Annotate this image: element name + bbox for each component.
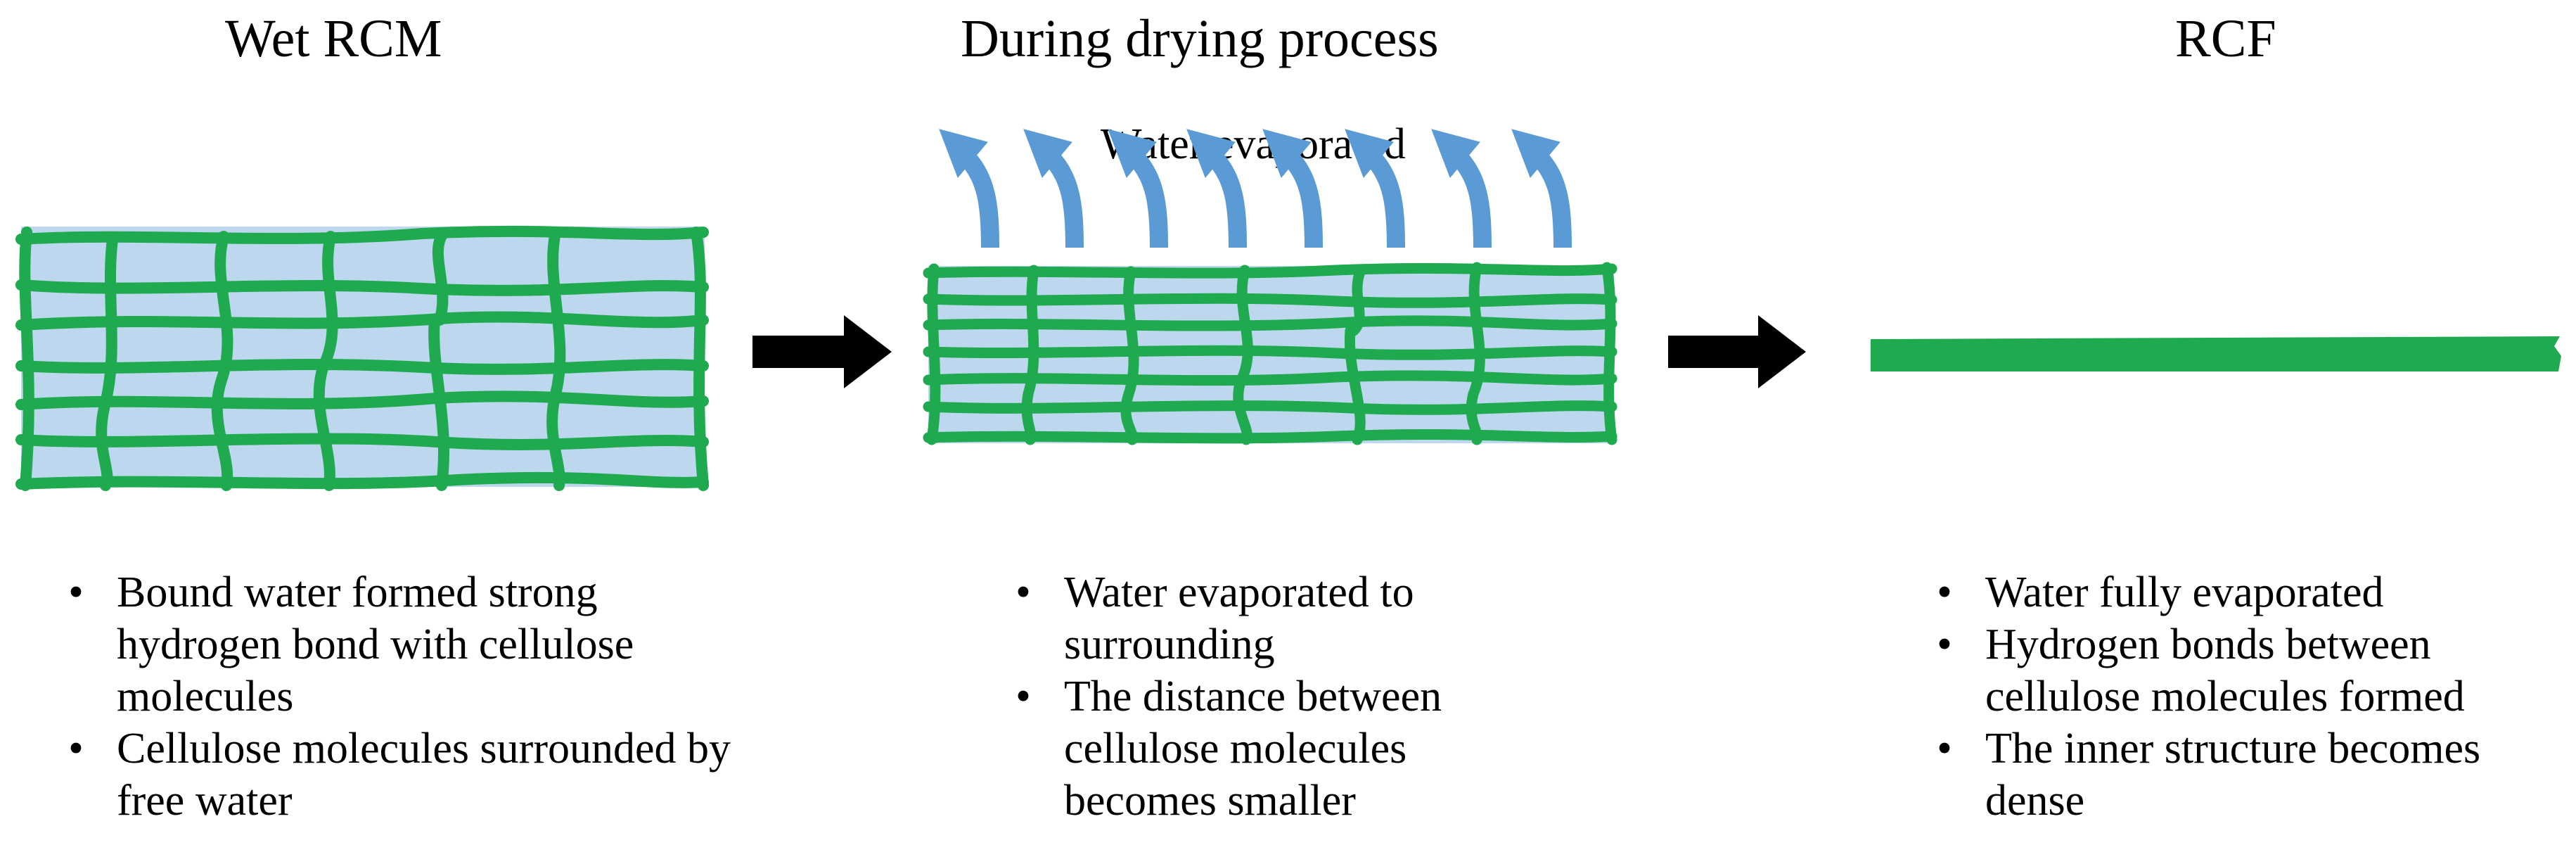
bullet-glyph: • [1015,673,1031,720]
bullet-item: • Cellulose molecules surrounded by free … [55,723,765,827]
bullet-glyph: • [68,725,84,773]
bullet-text: The distance between cellulose molecules… [1064,673,1442,825]
bullet-glyph: • [68,568,84,616]
bullet-text: Bound water formed strong hydrogen bond … [117,568,634,720]
drying-process-heading: During drying process [961,9,1439,68]
wet-rcm-heading: Wet RCM [225,9,442,68]
drying-mesh [923,262,1617,445]
evaporation-arrow-icon [1024,129,1075,248]
bullet-glyph: • [1015,568,1031,616]
wet-rcm-bullet-list: • Bound water formed strong hydrogen bond… [55,566,765,827]
bullet-glyph: • [1937,725,1952,773]
evaporation-arrow-icon [1512,129,1563,248]
drying-bullet-list: • Water evaporated to surrounding • The di… [1002,566,1558,827]
bullet-item: • Water evaporated to surrounding [1002,566,1558,671]
bullet-item: • The distance between cellulose molecule… [1002,671,1558,827]
rcf-heading: RCF [2175,9,2276,68]
evaporation-arrow-icon [1263,129,1314,248]
bullet-text: Hydrogen bonds between cellulose molecul… [1985,621,2465,720]
bullet-item: • The inner structure becomes dense [1923,723,2570,827]
bullet-text: Water fully evaporated [1985,568,2384,616]
bullet-glyph: • [1937,621,1952,668]
bullet-text: Water evaporated to surrounding [1064,568,1414,668]
process-arrow [1668,315,1806,388]
bullet-text: Cellulose molecules surrounded by free w… [117,725,731,825]
bullet-item: • Bound water formed strong hydrogen bond… [55,566,765,723]
dense-film [1871,336,2561,371]
cellulose-network [923,262,1617,445]
bullet-item: • Water fully evaporated [1923,566,2570,618]
process-arrow [752,315,892,388]
evaporation-arrow-icon [1108,129,1159,248]
evaporation-arrows [940,129,1563,248]
evaporation-arrow-icon [940,129,990,248]
evaporation-arrow-icon [1345,129,1396,248]
evaporation-arrow-icon [1187,129,1238,248]
bullet-glyph: • [1937,568,1952,616]
rcf-bullet-list: • Water fully evaporated • Hydrogen bonds … [1923,566,2570,827]
evaporation-arrow-icon [1432,129,1482,248]
wet-rcm-mesh [15,225,709,491]
cellulose-network [15,225,709,491]
bullet-item: • Hydrogen bonds between cellulose molecu… [1923,618,2570,723]
bullet-text: The inner structure becomes dense [1985,725,2481,825]
